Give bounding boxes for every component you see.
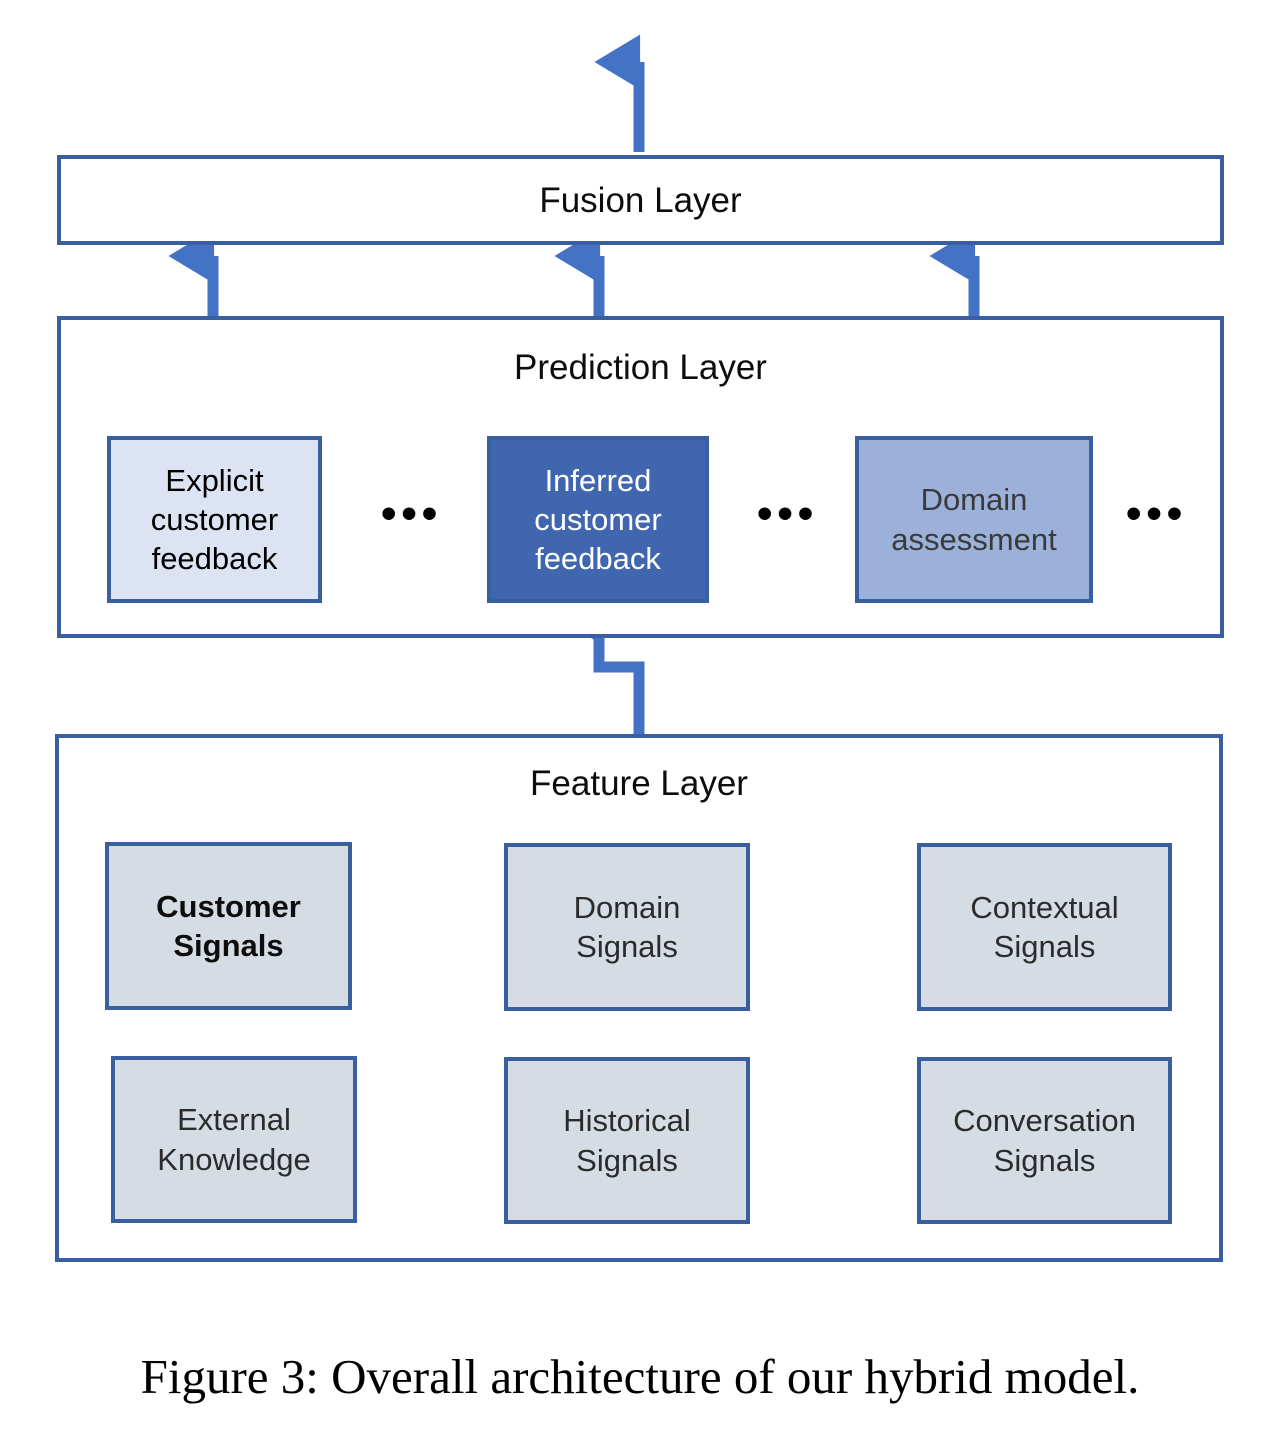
node-external-knowledge[interactable]: External Knowledge — [111, 1056, 357, 1223]
node-domain-assessment[interactable]: Domain assessment — [855, 436, 1093, 603]
node-explicit-customer-feedback[interactable]: Explicit customer feedback — [107, 436, 322, 603]
node-explicit-customer-feedback-label: Explicit customer feedback — [150, 462, 279, 577]
prediction-layer-title: Prediction Layer — [514, 348, 767, 387]
fusion-layer-title: Fusion Layer — [539, 181, 742, 220]
node-customer-signals[interactable]: Customer Signals — [105, 842, 352, 1010]
ellipsis-marker-2: ••• — [757, 489, 819, 538]
ellipsis-marker-1: ••• — [381, 489, 443, 538]
node-domain-signals[interactable]: Domain Signals — [504, 843, 750, 1011]
node-conversation-signals-label: Conversation Signals — [953, 1103, 1136, 1178]
node-inferred-customer-feedback[interactable]: Inferred customer feedback — [487, 436, 709, 603]
node-conversation-signals[interactable]: Conversation Signals — [917, 1057, 1172, 1224]
figure-caption: Figure 3: Overall architecture of our hy… — [140, 1349, 1140, 1404]
feature-layer-title: Feature Layer — [530, 764, 748, 803]
node-contextual-signals[interactable]: Contextual Signals — [917, 843, 1172, 1011]
ellipsis-marker-3: ••• — [1126, 489, 1188, 538]
node-inferred-customer-feedback-label: Inferred customer feedback — [534, 462, 662, 577]
node-historical-signals[interactable]: Historical Signals — [504, 1057, 750, 1224]
node-domain-signals-label: Domain Signals — [573, 889, 681, 964]
node-contextual-signals-label: Contextual Signals — [970, 889, 1119, 964]
node-historical-signals-label: Historical Signals — [563, 1103, 691, 1178]
node-customer-signals-label: Customer Signals — [156, 888, 301, 963]
fusion-layer-container: Fusion Layer — [57, 155, 1224, 245]
node-external-knowledge-label: External Knowledge — [157, 1102, 311, 1177]
node-domain-assessment-label: Domain assessment — [891, 482, 1057, 557]
